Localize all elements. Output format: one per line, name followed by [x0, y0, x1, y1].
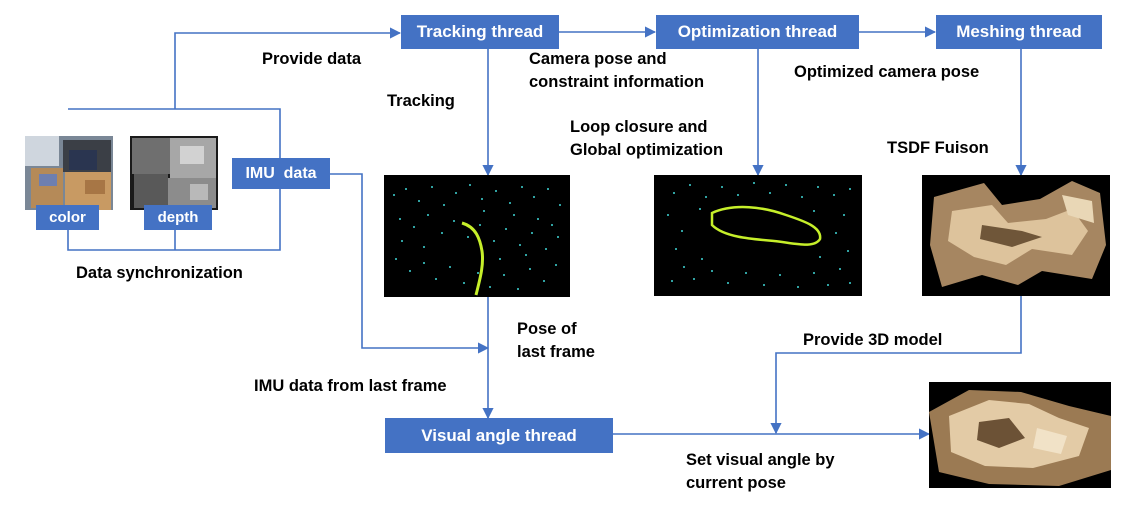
- camera-pose-label-line1: Camera pose and: [529, 50, 667, 68]
- imu-last-frame-label: IMU data from last frame: [254, 377, 447, 395]
- imu-data-arrow: [330, 173, 490, 354]
- color-label: color: [36, 205, 99, 230]
- depth-label: depth: [144, 205, 212, 230]
- pose-last-frame-label-line2: last frame: [517, 343, 595, 361]
- data-bus-top: [67, 108, 281, 251]
- set-visual-angle-label-line2: current pose: [686, 474, 786, 492]
- color-image: [25, 136, 113, 210]
- imu-data-box: IMU data: [232, 158, 330, 189]
- camera-pose-label-line2: constraint information: [529, 73, 705, 91]
- loop-closure-label-line2: Global optimization: [570, 141, 724, 159]
- tsdf-fusion-label: TSDF Fuison: [887, 139, 989, 157]
- tracking-label: Tracking: [387, 92, 455, 110]
- provide-3d-model-arrow: [770, 296, 1022, 435]
- set-visual-angle-label-line1: Set visual angle by: [686, 451, 835, 469]
- provide-data-label: Provide data: [262, 50, 362, 68]
- provide-data-arrow: [174, 27, 402, 109]
- optimization-point-cloud-image: [654, 175, 862, 296]
- provide-3d-model-label: Provide 3D model: [803, 331, 943, 349]
- optimization-thread-box: Optimization thread: [656, 15, 859, 49]
- pose-last-frame-label-line1: Pose of: [517, 320, 577, 338]
- visual-angle-thread-box: Visual angle thread: [385, 418, 613, 453]
- data-sync-label: Data synchronization: [76, 264, 243, 282]
- meshing-thread-box: Meshing thread: [936, 15, 1102, 49]
- depth-image: [130, 136, 218, 210]
- tracking-thread-box: Tracking thread: [401, 15, 559, 49]
- final-model-image: [929, 382, 1111, 488]
- meshing-tsdf-image: [922, 175, 1110, 296]
- tracking-point-cloud-image: [384, 175, 570, 297]
- loop-closure-label-line1: Loop closure and: [570, 118, 708, 136]
- optimized-pose-label: Optimized camera pose: [794, 63, 980, 81]
